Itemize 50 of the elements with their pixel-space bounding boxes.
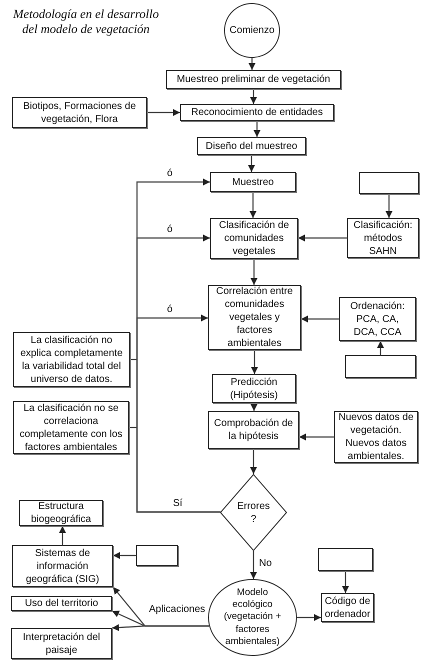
method-box: Ordenación: PCA, CA, DCA, CCA (339, 297, 416, 341)
arrow (251, 350, 258, 374)
arrow (113, 552, 136, 559)
arrow (250, 403, 258, 411)
process-box: Reconocimiento de entidades (180, 104, 334, 121)
arrow (298, 234, 347, 242)
result-box: Sistemas de información geográfica (SIG) (12, 545, 113, 587)
edge-label: Aplicaciones (148, 604, 206, 616)
result-box: Estructura biogeográfica (19, 500, 103, 526)
arrow (136, 314, 220, 513)
arrow (342, 571, 349, 593)
arrow (250, 192, 256, 218)
arrow (147, 109, 180, 116)
process-box: Clasificación de comunidades vegetales (210, 218, 298, 259)
arrow (299, 434, 334, 440)
model-ellipse: Modelo ecológico (vegetación + factores ambientales) (208, 579, 297, 656)
software-box (345, 355, 416, 378)
decision-diamond: Errores ? (220, 474, 287, 551)
arrow (250, 551, 257, 579)
process-box: Diseño del muestreo (197, 137, 306, 155)
process-box: Código de ordenador (321, 593, 374, 622)
arrow (248, 58, 256, 70)
software-box (318, 548, 373, 571)
note-box: La clasificación no explica completamente la variabilidad total del universo de datos. (13, 332, 130, 387)
software-box (136, 545, 178, 566)
arrow (250, 259, 258, 285)
result-box: Interpretación del paisaje (11, 628, 112, 659)
arrow (59, 526, 66, 545)
input-box: Nuevos datos de vegetación. Nuevos datos ambientales. (334, 411, 418, 463)
arrow (297, 614, 321, 621)
process-box: Comprobación de la hipótesis (208, 411, 299, 449)
process-box: Predicción (Hipótesis) (212, 374, 296, 403)
arrow (301, 316, 339, 322)
input-box: Biotipos, Formaciones de vegetación, Flora (12, 97, 147, 128)
arrow (248, 155, 255, 172)
note-box: La clasificación no se correlaciona completamente con los factores ambientales (13, 401, 129, 454)
process-box: Correlación entre comunidades vegetales y factores ambientales (208, 285, 301, 350)
method-box: Clasificación: métodos SAHN (347, 218, 419, 258)
arrow (377, 341, 384, 355)
arrow (112, 624, 210, 632)
process-box: Muestreo (210, 172, 296, 192)
arrow (254, 121, 260, 137)
process-box: Muestreo preliminar de vegetación (166, 70, 341, 89)
software-box (359, 172, 419, 194)
arrow (250, 449, 257, 474)
arrow (386, 194, 392, 218)
start-circle: Comienzo (224, 3, 280, 58)
arrow (250, 89, 257, 104)
diagram-title: Metodología en el desarrollo del modelo de vegetación (12, 7, 160, 37)
result-box: Uso del territorio (11, 596, 112, 611)
